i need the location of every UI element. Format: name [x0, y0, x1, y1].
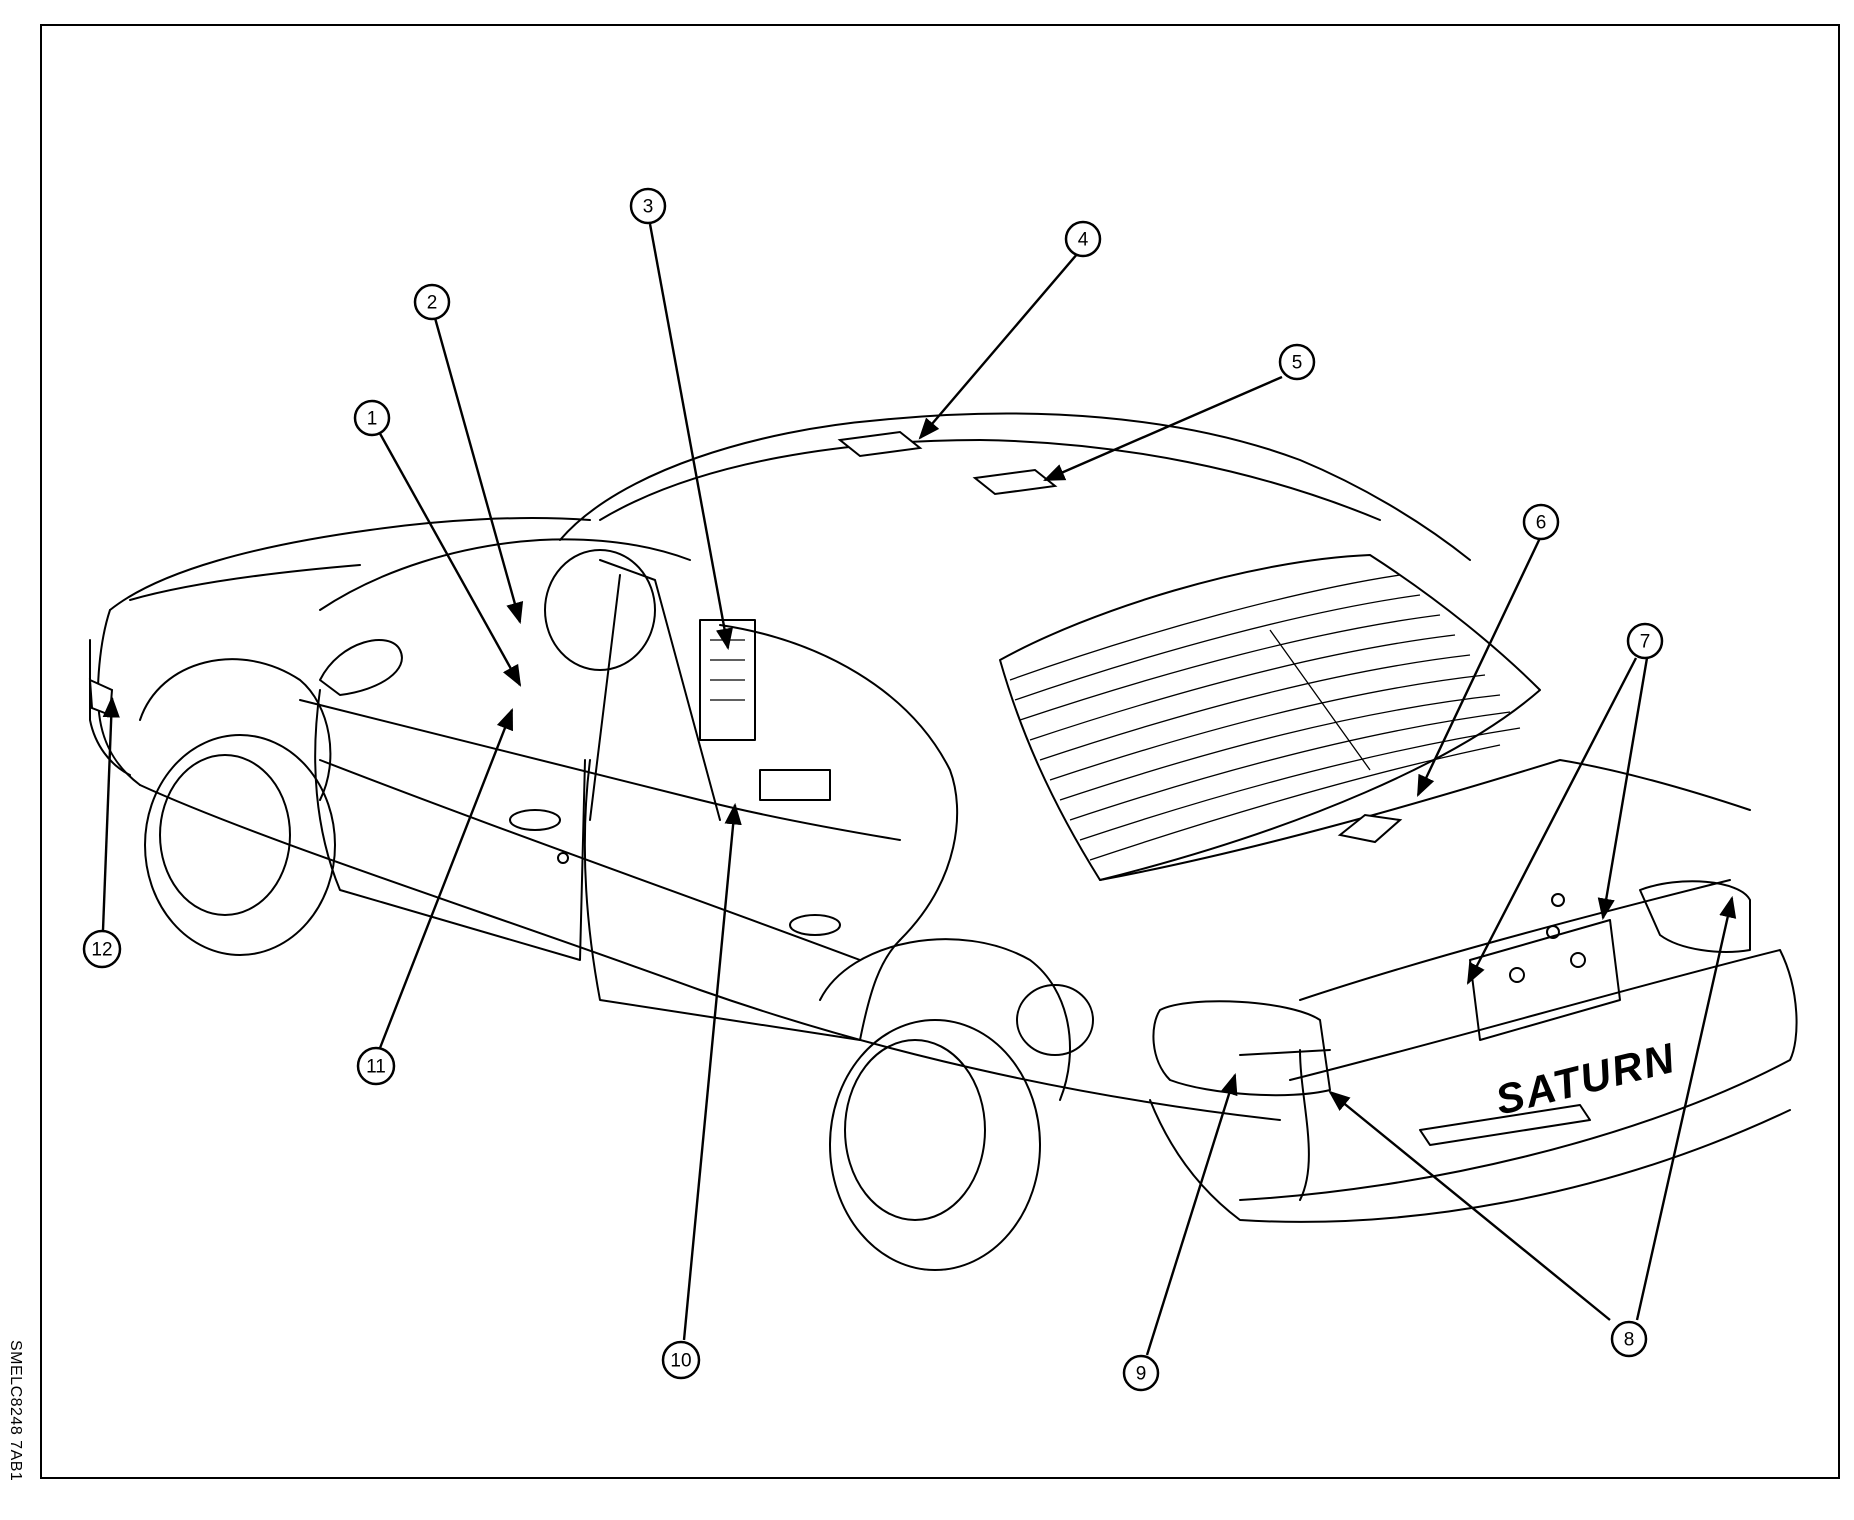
leader-2 [433, 317, 524, 625]
callout-1: 1 [353, 399, 391, 437]
callout-4-label: 4 [1078, 230, 1089, 251]
leader-9 [1145, 1072, 1238, 1356]
leader-6 [1416, 537, 1542, 797]
leader-7b [1597, 657, 1649, 921]
leader-12 [101, 695, 120, 931]
leader-1 [376, 429, 522, 687]
callout-5-label: 5 [1292, 353, 1303, 374]
callout-9: 9 [1122, 1354, 1160, 1392]
car-outline: SATURN [88, 412, 1798, 1271]
callout-8-label: 8 [1624, 1330, 1635, 1351]
callout-3: 3 [629, 187, 667, 225]
callout-7-label: 7 [1640, 632, 1651, 653]
callout-10-label: 10 [670, 1351, 691, 1372]
callout-12: 12 [82, 929, 122, 969]
leader-7a [1466, 657, 1638, 985]
callout-6: 6 [1522, 503, 1560, 541]
roof-lamp-rear [972, 468, 1058, 496]
diagram-frame [40, 24, 1840, 1479]
callout-10: 10 [661, 1340, 701, 1380]
leader-11 [378, 707, 514, 1049]
callout-6-label: 6 [1536, 513, 1547, 534]
callouts: 1 2 3 4 5 6 7 8 9 10 11 12 [82, 187, 1664, 1392]
callout-3-label: 3 [643, 197, 654, 218]
callout-12-label: 12 [91, 940, 112, 961]
callout-2: 2 [413, 283, 451, 321]
high-mount-stop-lamp [1337, 813, 1403, 844]
front-side-marker-lamp [88, 678, 114, 717]
leader-4 [918, 252, 1079, 440]
leader-5 [1043, 375, 1283, 482]
callout-11: 11 [356, 1046, 396, 1086]
callout-11-label: 11 [366, 1057, 386, 1078]
roof-lamp-front [837, 430, 923, 458]
leader-10 [682, 802, 742, 1341]
callout-1-label: 1 [367, 409, 378, 430]
callout-7: 7 [1626, 622, 1664, 660]
callout-5: 5 [1278, 343, 1316, 381]
leader-8a [1328, 1090, 1611, 1321]
callout-8: 8 [1610, 1320, 1648, 1358]
leader-8b [1635, 895, 1737, 1321]
callout-9-label: 9 [1136, 1364, 1147, 1385]
figure-code: SMELC8248 7AB1 [7, 1340, 24, 1482]
brand-wordmark: SATURN [1491, 1034, 1681, 1124]
callout-4: 4 [1064, 220, 1102, 258]
leader-lines [101, 223, 1737, 1356]
leader-3 [648, 223, 733, 651]
callout-2-label: 2 [427, 293, 438, 314]
